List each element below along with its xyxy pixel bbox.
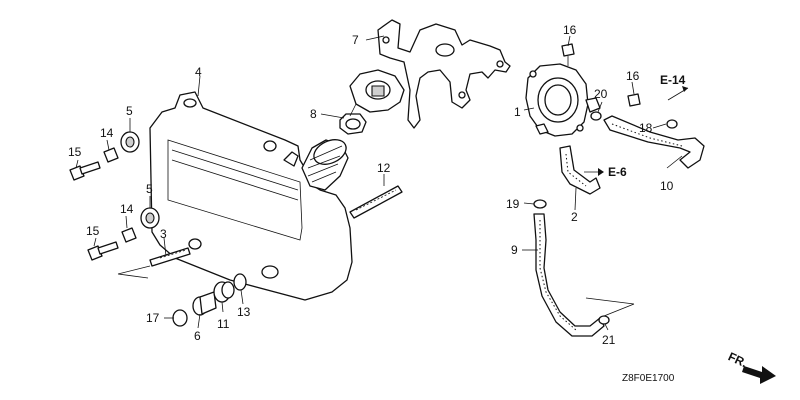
- callout-10: 10: [660, 179, 674, 193]
- fuel-hose-9: [533, 213, 605, 337]
- fuel-cap: [339, 69, 405, 135]
- bolt-3: [149, 247, 191, 267]
- callout-12: 12: [377, 161, 391, 175]
- drawing-code: Z8F0E1700: [622, 373, 675, 384]
- callout-14-lower: 14: [120, 202, 134, 216]
- strainer-6: [192, 291, 217, 316]
- callout-2: 2: [571, 210, 578, 224]
- callout-15-upper: 15: [68, 145, 82, 159]
- callout-15-lower: 15: [86, 224, 100, 238]
- bolt-15-lower: [87, 241, 119, 261]
- callout-7: 7: [352, 33, 359, 47]
- callout-4: 4: [195, 65, 202, 79]
- callout-5-upper: 5: [126, 104, 133, 118]
- callout-14-upper: 14: [100, 126, 114, 140]
- bolt-15-upper: [69, 161, 101, 181]
- callout-1: 1: [514, 105, 521, 119]
- front-direction-arrow: [742, 366, 776, 384]
- clip-20: [590, 111, 602, 121]
- fuel-tank: [149, 91, 353, 301]
- callout-16-left: 16: [563, 23, 577, 37]
- reference-e14: E-14: [660, 73, 686, 87]
- callout-17: 17: [146, 311, 160, 325]
- callout-9: 9: [511, 243, 518, 257]
- fuel-hose-10: [603, 115, 705, 169]
- reference-arrow-e14: [667, 86, 689, 101]
- callout-19: 19: [506, 197, 520, 211]
- callout-13: 13: [237, 305, 251, 319]
- grommet-5-lower: [140, 207, 160, 229]
- callout-labels: 1 2 3 4 5 5 6 7 8 9 10 11 12 13 14 14 15…: [68, 23, 674, 347]
- bolt-16-left: [561, 43, 575, 66]
- fuel-hose-2: [559, 145, 601, 195]
- callout-6: 6: [194, 329, 201, 343]
- tank-bracket: [377, 19, 511, 129]
- bolt-16-right: [627, 93, 641, 107]
- callout-18: 18: [639, 121, 653, 135]
- reference-e6: E-6: [608, 165, 627, 179]
- collar-14-upper: [103, 147, 119, 163]
- callout-5-lower: 5: [146, 182, 153, 196]
- callout-11: 11: [217, 317, 230, 331]
- callout-16-right: 16: [626, 69, 640, 83]
- clip-19: [533, 199, 547, 209]
- collar-14-lower: [121, 227, 137, 243]
- clip-21: [598, 315, 610, 325]
- ring-11: [213, 281, 235, 303]
- grommet-5-upper: [120, 131, 140, 153]
- clip-18: [666, 119, 678, 129]
- callout-21: 21: [602, 333, 616, 347]
- callout-20: 20: [594, 87, 608, 101]
- cap-17: [172, 309, 188, 327]
- callout-8: 8: [310, 107, 317, 121]
- callout-3: 3: [160, 227, 167, 241]
- bolt-12: [349, 185, 403, 219]
- fuel-pump: [525, 63, 601, 137]
- washer-13: [233, 273, 247, 291]
- leader-lines: [75, 35, 683, 331]
- reference-arrow-e6: [584, 168, 604, 176]
